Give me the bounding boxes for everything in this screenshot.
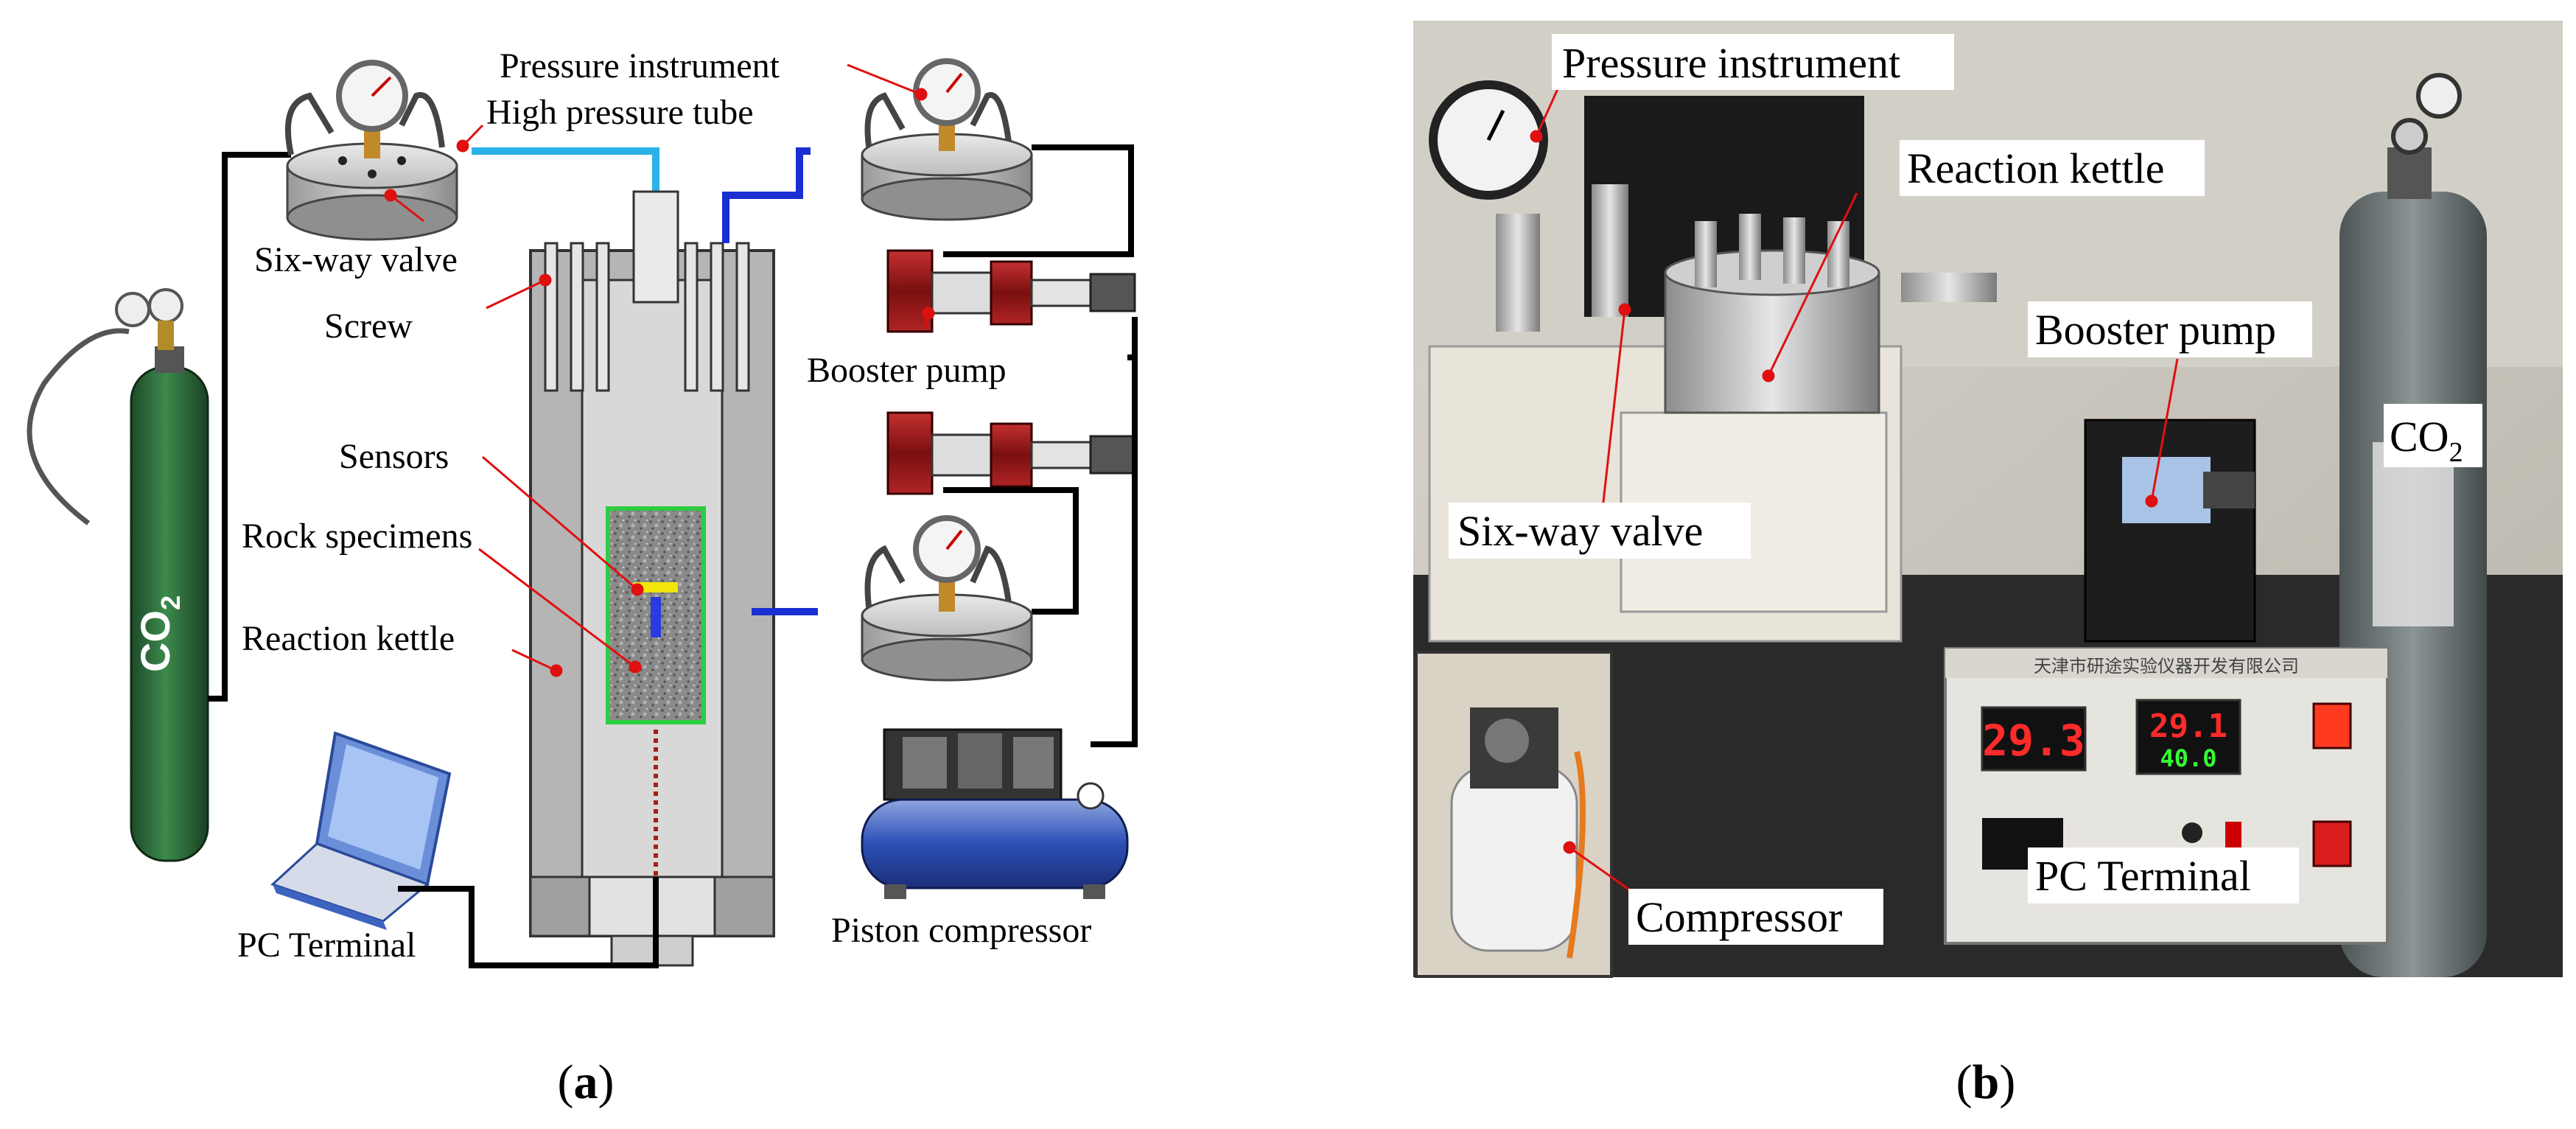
label-pc-terminal-a: PC Terminal	[237, 926, 416, 965]
panel-a-caption: (a)	[558, 1055, 615, 1109]
line-pc-to-kettle	[398, 877, 659, 968]
label-six-way-valve-a: Six-way valve	[254, 240, 458, 279]
svg-text:天津市研途实验仪器开发有限公司: 天津市研途实验仪器开发有限公司	[2034, 656, 2299, 677]
label-pc-terminal-b: PC Terminal	[2035, 852, 2251, 900]
label-six-way-valve-b: Six-way valve	[1457, 507, 1703, 555]
label-booster-pump-b: Booster pump	[2035, 306, 2276, 354]
control-box: 天津市研途实验仪器开发有限公司 29.3 29.1 40.0	[1944, 647, 2389, 945]
panel-a-schematic: CO2	[27, 46, 1138, 1109]
panel-b-label-boxes: Pressure instrument Reaction kettle Boos…	[1449, 34, 2482, 945]
label-pressure-instrument-b: Pressure instrument	[1562, 39, 1900, 87]
six-way-valve-right-lower	[861, 515, 1033, 682]
blue-tube-upper	[722, 147, 811, 243]
booster-pump-photo	[2084, 419, 2256, 643]
svg-text:40.0: 40.0	[2160, 744, 2216, 772]
label-reaction-kettle-b: Reaction kettle	[1907, 144, 2164, 192]
heat-switch	[2312, 820, 2352, 867]
svg-text:29.1: 29.1	[2149, 707, 2227, 745]
six-way-valve-right-upper	[861, 58, 1033, 221]
booster-pump-lower	[886, 411, 1136, 495]
panel-a-leaders	[384, 63, 935, 677]
label-compressor: Compressor	[1636, 893, 1842, 941]
screws	[544, 242, 750, 392]
panel-b-caption: (b)	[1956, 1055, 2016, 1109]
compressor-inset	[1415, 651, 1613, 978]
label-piston-compressor: Piston compressor	[831, 911, 1091, 950]
display-inner	[2135, 699, 2241, 775]
panel-a-labels: Pressure instrument High pressure tube S…	[237, 46, 1091, 965]
label-pressure-instrument-a: Pressure instrument	[500, 46, 780, 85]
svg-text:29.3: 29.3	[1982, 716, 2085, 766]
sensor-yellow	[634, 582, 678, 593]
co2-cylinder-label: CO2	[132, 595, 186, 672]
display-outer	[1981, 706, 2087, 772]
reaction-kettle-schematic	[529, 190, 775, 967]
piston-compressor	[861, 728, 1129, 899]
co2-cylinder: CO2	[27, 288, 209, 862]
label-reaction-kettle-a: Reaction kettle	[242, 619, 455, 658]
booster-pump-upper	[886, 249, 1136, 333]
sensor-blue	[651, 597, 661, 637]
label-co2-b: CO2	[2390, 413, 2463, 468]
label-high-pressure-tube: High pressure tube	[486, 93, 754, 132]
label-screw: Screw	[324, 307, 413, 346]
label-rock-specimens: Rock specimens	[242, 517, 472, 556]
gas-line-cylinder-to-valve	[208, 152, 291, 702]
pc-terminal-laptop	[270, 731, 452, 930]
label-sensors: Sensors	[339, 437, 449, 476]
panel-b-photo: 天津市研途实验仪器开发有限公司 29.3 29.1 40.0	[1413, 21, 2563, 1109]
label-booster-pump-a: Booster pump	[807, 351, 1007, 390]
panel-b-leaders	[1530, 82, 2179, 893]
power-switch	[2312, 702, 2352, 749]
reaction-kettle-photo	[1496, 184, 1997, 414]
line-valve-to-pump	[943, 144, 1134, 257]
six-way-valve-left	[284, 60, 458, 241]
